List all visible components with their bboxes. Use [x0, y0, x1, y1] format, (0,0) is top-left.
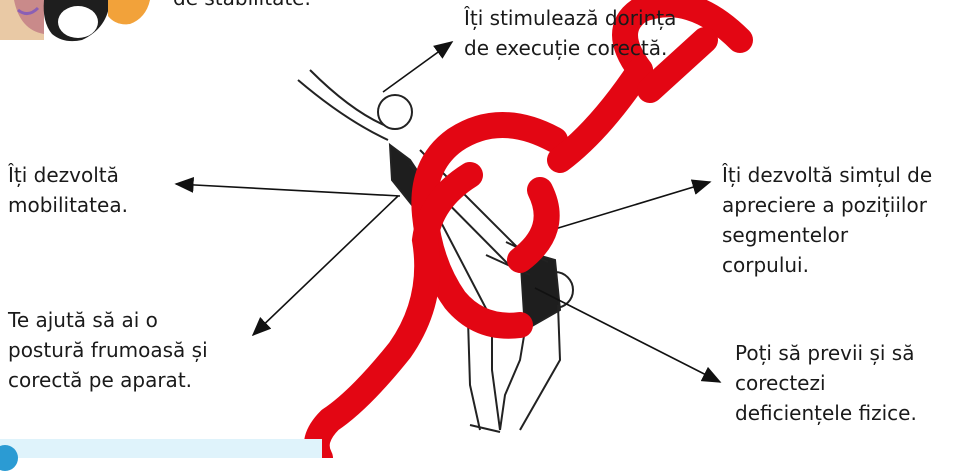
label-top-line: de execuție corectă. — [464, 33, 676, 63]
arrow-left-2 — [253, 196, 398, 335]
tip-box — [0, 439, 322, 458]
label-right-1-line: apreciere a pozițiilor — [722, 190, 932, 220]
label-top-line: Îți stimulează dorința — [464, 3, 676, 33]
penguin-mascot-icon — [0, 0, 150, 41]
label-left-2-line: corectă pe aparat. — [8, 365, 208, 395]
watermark-stamp — [317, 4, 740, 458]
label-right-2: Poți să previi și să corectezi deficienț… — [735, 338, 917, 428]
label-left-1-line: Îți dezvoltă — [8, 160, 128, 190]
arrow-top — [383, 42, 452, 92]
label-right-2-line: corectezi — [735, 368, 917, 398]
label-right-1-line: corpului. — [722, 250, 932, 280]
page: de stabilitate. Îți stimulează dorința d… — [0, 0, 977, 458]
label-left-2: Te ajută să ai o postură frumoasă și cor… — [8, 305, 208, 395]
label-left-2-line: postură frumoasă și — [8, 335, 208, 365]
arrow-right-1 — [545, 182, 710, 232]
label-right-1-line: segmentelor — [722, 220, 932, 250]
arrow-left-1 — [176, 184, 400, 196]
label-right-2-line: deficiențele fizice. — [735, 398, 917, 428]
corner-caption: de stabilitate. — [173, 0, 311, 13]
label-right-1-line: Îți dezvoltă simțul de — [722, 160, 932, 190]
label-left-2-line: Te ajută să ai o — [8, 305, 208, 335]
label-left-1-line: mobilitatea. — [8, 190, 128, 220]
label-right-2-line: Poți să previi și să — [735, 338, 917, 368]
label-top: Îți stimulează dorința de execuție corec… — [464, 3, 676, 63]
arrow-right-2 — [535, 288, 720, 382]
label-right-1: Îți dezvoltă simțul de apreciere a poziț… — [722, 160, 932, 280]
label-left-1: Îți dezvoltă mobilitatea. — [8, 160, 128, 220]
